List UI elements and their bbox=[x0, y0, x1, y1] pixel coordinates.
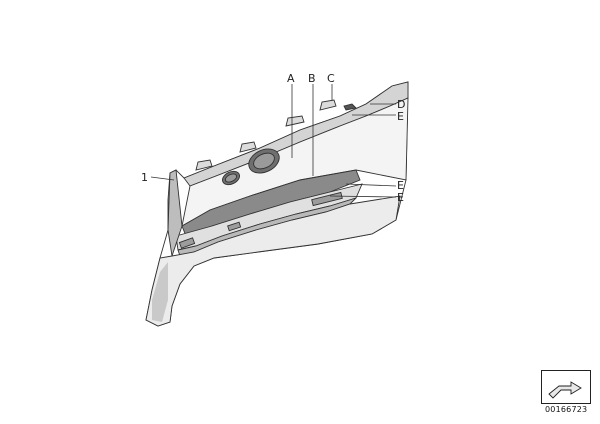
lower-panel bbox=[145, 195, 401, 327]
mounting-clips bbox=[195, 99, 357, 171]
callout-b: B bbox=[308, 72, 316, 85]
callout-d: D bbox=[397, 98, 405, 111]
leader-lines bbox=[150, 84, 397, 198]
reference-number: 00166723 bbox=[545, 405, 588, 414]
callout-c: C bbox=[327, 72, 335, 85]
callout-a: A bbox=[287, 72, 295, 85]
side-trim-panel bbox=[145, 81, 409, 327]
callout-part-1: 1 bbox=[141, 171, 148, 184]
callout-e-lower: E bbox=[397, 191, 404, 204]
reference-arrow-icon bbox=[548, 381, 582, 399]
callout-e-upper: E bbox=[397, 110, 404, 123]
reference-icon-box bbox=[541, 370, 591, 404]
callout-e-middle: E bbox=[397, 179, 404, 192]
